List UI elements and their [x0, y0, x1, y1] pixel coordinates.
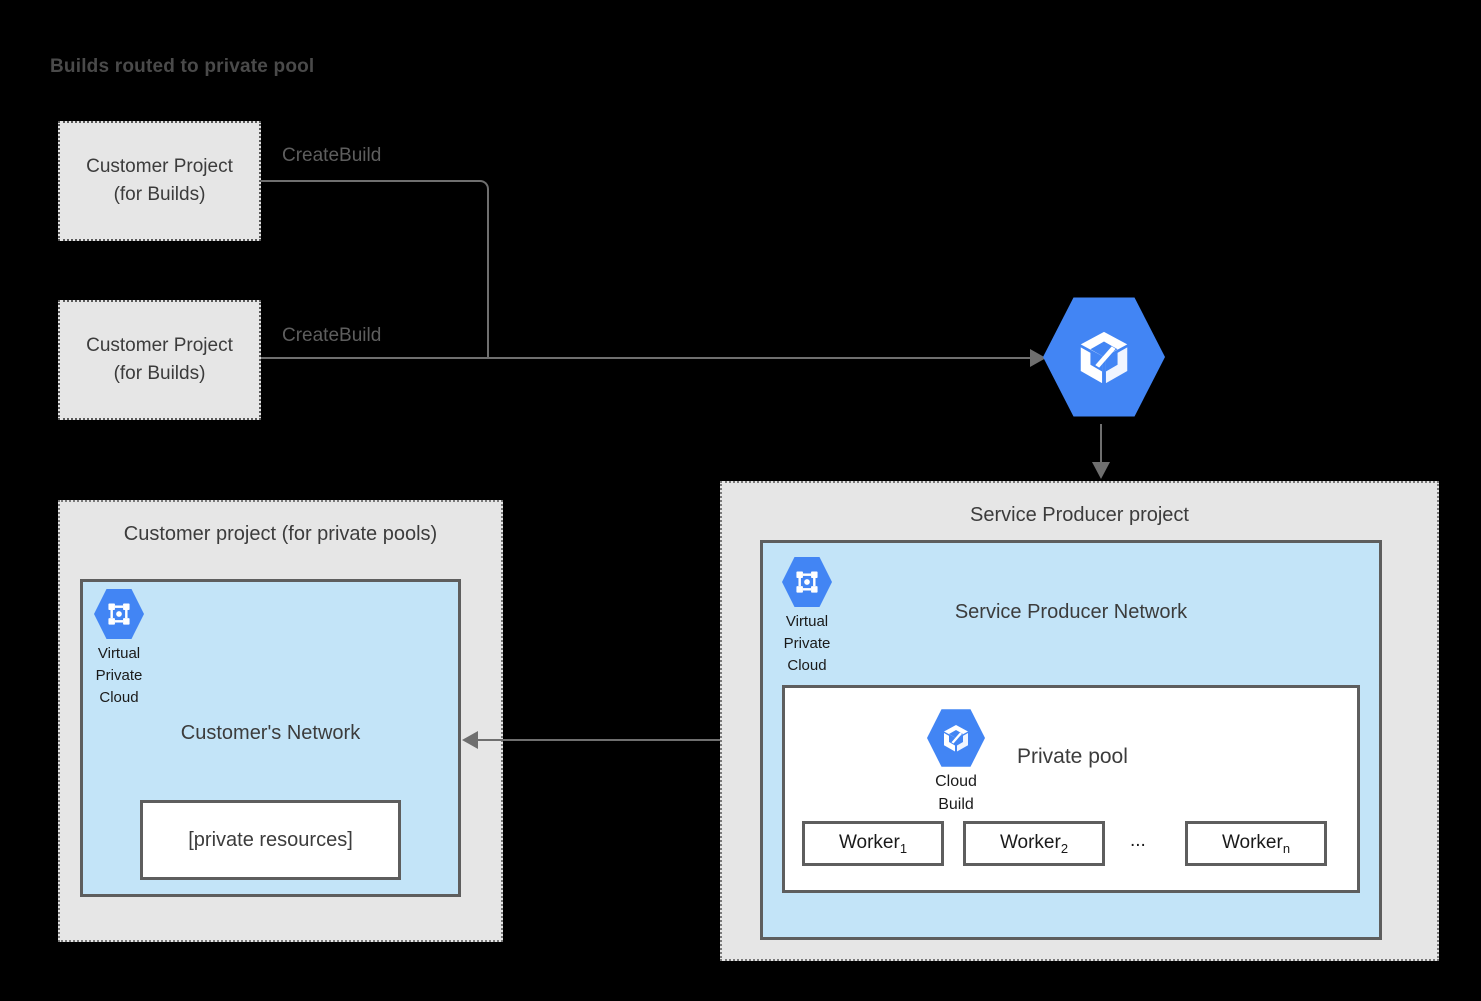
worker-box: Workern: [1185, 821, 1327, 866]
cloud-build-label-line1: Cloud: [935, 773, 977, 790]
customers-network-title: Customer's Network: [180, 722, 361, 744]
connector-line-build2-horizontal: [261, 357, 1039, 359]
cloud-build-icon-group: Cloud Build: [917, 708, 995, 816]
cloud-build-cube-glyph-icon: [1043, 297, 1165, 416]
customer-project-builds-line1: Customer Project: [86, 156, 233, 178]
customer-project-builds-box-1: Customer Project (for Builds): [58, 121, 261, 241]
network-link-line: [475, 739, 755, 741]
private-resources-box: [private resources]: [140, 800, 401, 880]
worker-name: Worker: [999, 831, 1061, 853]
vpc-label-line2: Private: [95, 667, 143, 685]
connector-elbow-corner: [473, 180, 489, 196]
worker-subscript: 2: [1060, 840, 1069, 856]
worker-subscript: n: [1282, 840, 1291, 856]
customer-project-builds-line1: Customer Project: [86, 335, 233, 357]
worker-box: Worker2: [963, 821, 1105, 866]
vpc-label-line3: Cloud: [787, 657, 827, 675]
connector-line-build1-horizontal: [261, 180, 479, 182]
cloud-build-label-line2: Build: [938, 796, 974, 814]
worker-ellipsis: ...: [1130, 830, 1146, 851]
edge-label-createbuild-1: CreateBuild: [282, 145, 382, 166]
connector-line-to-producer: [1100, 424, 1102, 466]
virtual-private-cloud-hexagon-icon: [782, 557, 832, 607]
cloud-build-cube-glyph-icon: [927, 709, 985, 767]
edge-label-createbuild-2: CreateBuild: [282, 325, 382, 346]
vpc-label-line2: Private: [783, 635, 831, 653]
vpc-label-line1: Virtual: [785, 613, 829, 630]
customer-project-builds-box-2: Customer Project (for Builds): [58, 300, 261, 420]
customer-panel-title: Customer project (for private pools): [123, 523, 438, 545]
cloud-build-hexagon-icon: [1043, 297, 1165, 417]
customer-project-builds-line2: (for Builds): [113, 363, 206, 384]
cloud-build-hexagon-icon: [927, 709, 985, 767]
worker-box: Worker1: [802, 821, 944, 866]
arrow-head-right-icon: [1030, 349, 1046, 367]
private-pool-title: Private pool: [1017, 745, 1128, 768]
customer-vpc-label: Virtual Private Cloud: [82, 643, 156, 710]
service-producer-network-title: Service Producer Network: [954, 601, 1188, 623]
worker-name: Worker: [1221, 831, 1283, 853]
network-link-arrow-left-icon: [462, 731, 478, 749]
customer-project-builds-line2: (for Builds): [113, 184, 206, 205]
producer-panel-title: Service Producer project: [970, 504, 1189, 526]
virtual-private-cloud-hexagon-icon: [94, 589, 144, 639]
worker-name: Worker: [838, 831, 900, 853]
vpc-nodes-glyph-icon: [782, 557, 832, 607]
page-title: Builds routed to private pool: [50, 56, 315, 77]
worker-subscript: 1: [899, 840, 908, 856]
connector-line-build1-vertical: [487, 190, 489, 358]
arrow-head-down-icon: [1092, 462, 1110, 479]
vpc-label-line1: Virtual: [97, 645, 141, 662]
customer-vpc-icon-group: Virtual Private Cloud: [82, 588, 156, 710]
producer-vpc-icon-group: Virtual Private Cloud: [770, 556, 844, 678]
producer-vpc-label: Virtual Private Cloud: [770, 611, 844, 678]
vpc-label-line3: Cloud: [99, 689, 139, 707]
private-pool-box: Cloud Build Private pool Worker1 Worker2…: [782, 685, 1360, 893]
cloud-build-label: Cloud Build: [917, 770, 995, 816]
vpc-nodes-glyph-icon: [94, 589, 144, 639]
